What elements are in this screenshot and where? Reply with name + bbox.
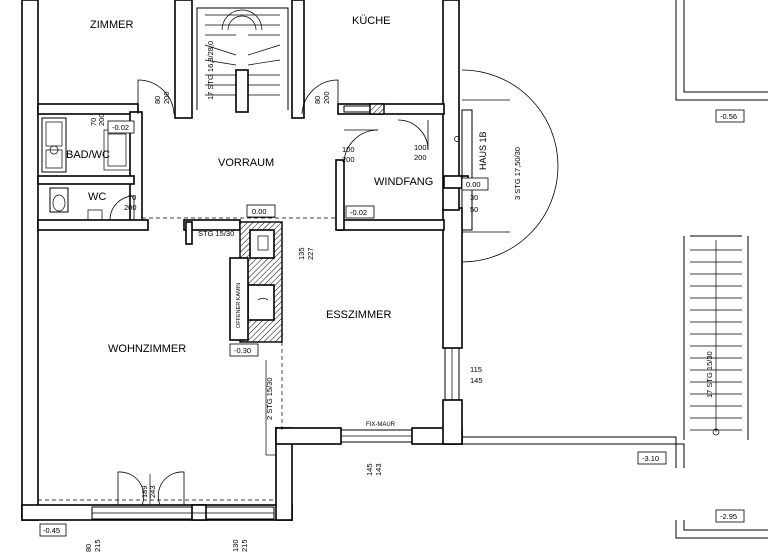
dim-wohn-door-h: 243 [148, 485, 157, 498]
level-windfang: -0.02 [350, 208, 367, 217]
dim-bad-door-w: 70 [89, 118, 98, 126]
label-stair-wohn: 2 STG 15/30 [265, 377, 274, 420]
windows [91, 103, 460, 521]
dim-wohn-right-w: 130 [231, 539, 240, 552]
label-stair-main: 17 STG 16,8/28,0 [206, 41, 215, 100]
label-stair-terrace: 17 STG 15/30 [705, 351, 714, 398]
dim-vorraum-door-h: 200 [342, 155, 355, 164]
fireplace [229, 206, 283, 343]
level-terrace-low: -2.95 [720, 512, 737, 521]
room-label-bad: BAD/WC [66, 149, 110, 161]
dim-ess-bottom-w: 145 [365, 463, 374, 476]
dim-wohn-door-w: 189 [140, 485, 149, 498]
room-label-esszimmer: ESSZIMMER [326, 309, 391, 321]
dim-wohn-left-h: 215 [93, 539, 102, 552]
dim-wohn-right-h: 215 [240, 539, 249, 552]
dim-windfang-door-w: 100 [414, 143, 427, 152]
terrace [462, 0, 768, 539]
dim-windfang-step-b: 50 [470, 205, 478, 214]
dashed-lines [38, 217, 336, 501]
level-terrace-mid: -3.10 [642, 454, 659, 463]
door-swings [109, 69, 559, 506]
level-terrace-top: -0.56 [720, 112, 737, 121]
label-haus: HAUS 1B [478, 131, 488, 170]
dim-zimmer-door-w: 80 [153, 96, 162, 104]
dim-vorraum-door-w: 100 [342, 145, 355, 154]
main-staircase [196, 7, 289, 113]
dim-kamin-a: 135 [297, 247, 306, 260]
room-labels: ZIMMER KÜCHE VORRAUM BAD/WC WC WINDFANG … [66, 15, 433, 355]
outer-walls [21, 0, 463, 521]
room-label-kueche: KÜCHE [352, 15, 391, 27]
dim-wc-door-h: 200 [124, 203, 137, 212]
room-label-zimmer: ZIMMER [90, 19, 133, 31]
level-bad: -0.02 [112, 123, 129, 132]
dim-ess-window-h: 145 [470, 376, 483, 385]
level-markers: -0.02 0.00 -0.02 0.00 -0.30 -0.56 -3.10 … [39, 109, 745, 537]
annotation-labels: 17 STG 16,8/28,0 HAUS 1B 3 STG 17,50/30 … [198, 41, 714, 428]
room-label-wc: WC [88, 191, 106, 203]
dim-windfang-step-a: 30 [470, 193, 478, 202]
room-label-vorraum: VORRAUM [218, 157, 274, 169]
dim-windfang-door-h: 200 [414, 153, 427, 162]
dim-zimmer-door-h: 200 [162, 91, 171, 104]
level-wohnzimmer: -0.45 [43, 526, 60, 535]
dim-wc-door-w: 70 [128, 193, 136, 202]
label-stair-entry: 3 STG 17,50/30 [513, 147, 522, 200]
label-fixverglasung: FIX-MAUR [366, 422, 396, 428]
level-vorraum: 0.00 [252, 207, 267, 216]
level-windfang-step: 0.00 [466, 180, 481, 189]
dimension-labels: 80 200 80 200 70 200 70 200 100 200 100 … [84, 91, 483, 552]
dim-ess-bottom-h: 143 [374, 463, 383, 476]
dim-kueche-door-h: 200 [322, 91, 331, 104]
dim-ess-window-w: 115 [470, 365, 482, 374]
dim-kamin-b: 227 [306, 247, 315, 260]
dim-kueche-door-w: 80 [313, 96, 322, 104]
dim-wohn-left-w: 80 [84, 544, 93, 552]
label-stg-small: STG 15/30 [198, 229, 234, 238]
level-wohnzimmer-kamin: -0.30 [234, 346, 251, 355]
room-label-windfang: WINDFANG [374, 176, 433, 188]
room-label-wohnzimmer: WOHNZIMMER [108, 343, 186, 355]
label-kamin: OFFENER KAMIN [236, 283, 242, 328]
dim-bad-door-h: 200 [97, 113, 106, 126]
